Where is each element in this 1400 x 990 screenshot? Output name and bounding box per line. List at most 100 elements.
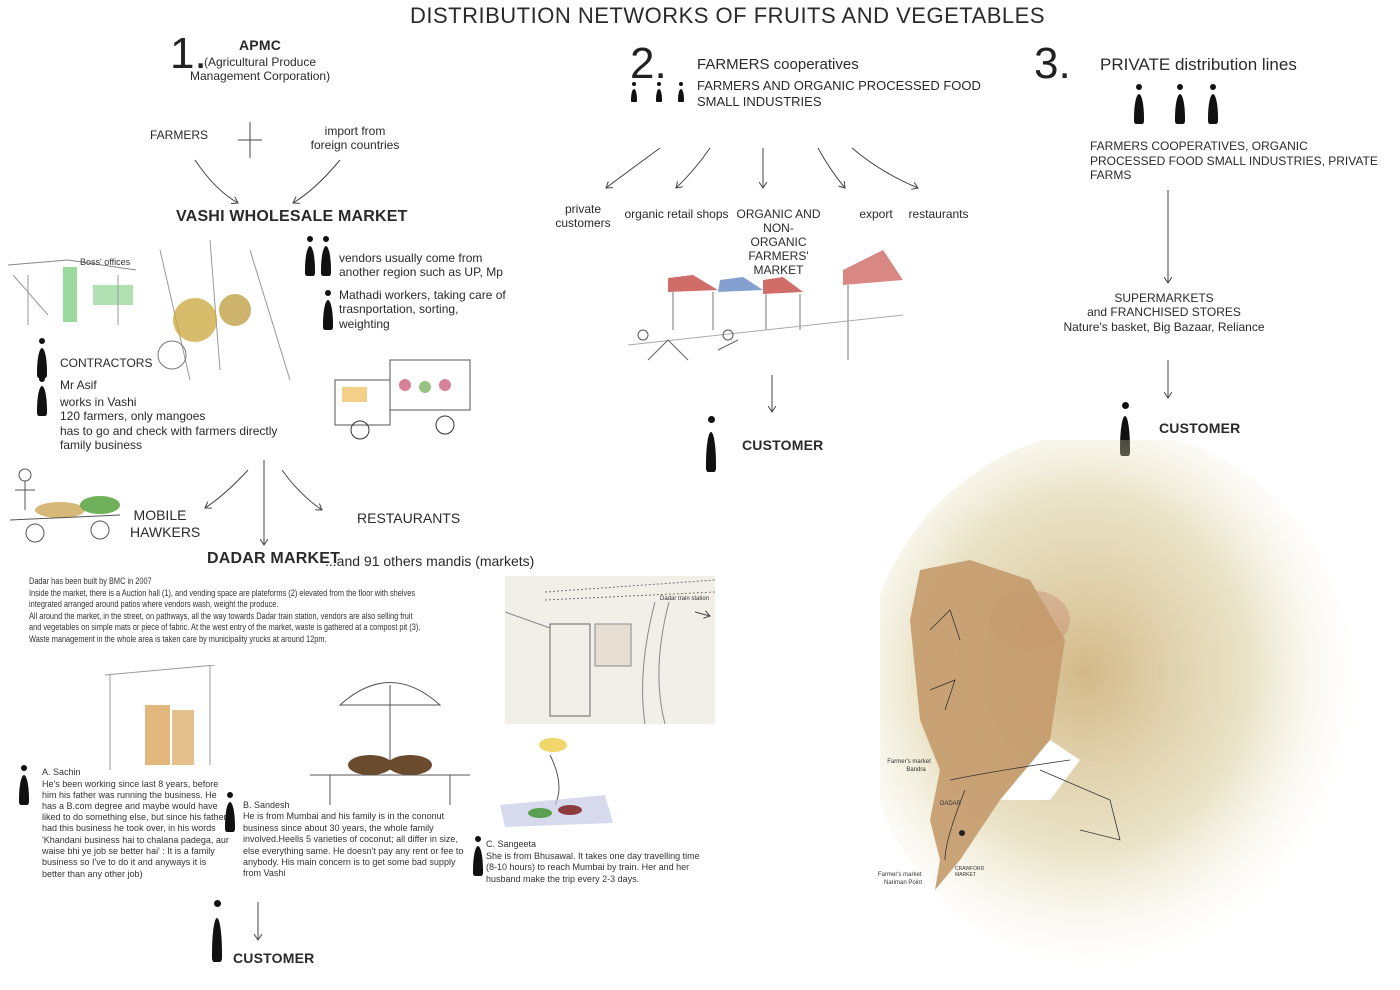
mobile-hawkers-2: HAWKERS [130, 524, 201, 540]
supermarkets-2: and FRANCHISED STORES [1087, 305, 1241, 319]
dadar-desc: All around the market, in the street, on… [29, 611, 413, 621]
asif-line: has to go and check with farmers directl… [60, 424, 278, 438]
map-nariman-1: Farmer's market [878, 872, 922, 878]
sangeeta-mat-sketch [500, 738, 613, 827]
person-icon [304, 236, 316, 276]
customer-label-1: CUSTOMER [233, 950, 315, 966]
person-icon [1174, 84, 1186, 124]
sachin-stall-sketch [104, 665, 216, 770]
asif-line: family business [60, 438, 143, 452]
cooperatives-sub-1: FARMERS AND ORGANIC PROCESSED FOOD [697, 78, 981, 93]
source-import-1: import from [324, 124, 386, 138]
cooperatives-sub-2: SMALL INDUSTRIES [697, 94, 822, 109]
sangeeta-name: C. Sangeeta [486, 839, 537, 849]
customer-person-icon [705, 416, 717, 472]
person-icon [224, 792, 236, 832]
dadar-desc: Inside the market, there is a Auction ha… [29, 588, 416, 598]
supermarkets-3: Nature's basket, Big Bazaar, Reliance [1063, 320, 1265, 334]
map-nariman-2: Nariman Point [884, 880, 923, 886]
mathadi-note-1: Mathadi workers, taking care of [339, 288, 506, 302]
vashi-market-sketch [157, 240, 291, 381]
sachin-line: better than any other job) [42, 869, 143, 879]
map-dadar: DADAR [940, 801, 962, 807]
vashi-market-title: VASHI WHOLESALE MARKET [176, 208, 408, 225]
person-icon [320, 236, 332, 276]
mumbai-map [880, 440, 1360, 970]
sachin-line: waise bhi ye job se better hai' : It is … [42, 846, 215, 856]
private-sources-3: FARMS [1090, 168, 1132, 182]
farmers-market-sketch [628, 250, 903, 361]
person-icon [36, 376, 48, 416]
asif-line: works in Vashi [60, 395, 137, 409]
dadar-desc: and vegetables on simple mats or piece o… [29, 622, 421, 632]
private-lines-title: PRIVATE distribution lines [1100, 55, 1297, 74]
sandesh-stall-sketch [310, 682, 470, 805]
person-icon [322, 290, 334, 330]
map-crawford-2: MARKET [955, 872, 976, 878]
boss-offices-sketch [8, 259, 137, 325]
apmc-title: APMC [238, 37, 282, 53]
sachin-line: business so I've to do it and anyways it… [42, 857, 207, 867]
dadar-others: ...and 91 others mandis (markets) [325, 553, 535, 569]
sachin-line: has a B.com degree and maybe would have [42, 801, 218, 811]
sandesh-line: business since about 30 years, the whole… [243, 823, 434, 833]
truck-sketch [334, 359, 471, 440]
dadar-desc: integrated arranged around patios where … [29, 599, 279, 609]
mathadi-note-2: trasnportation, sorting, [339, 302, 459, 316]
private-sources-2: PROCESSED FOOD SMALL INDUSTRIES, PRIVATE [1090, 154, 1378, 168]
hawker-cart-sketch [9, 468, 121, 543]
sandesh-line: from Vashi [243, 868, 286, 878]
plus-sign [238, 122, 262, 158]
sandesh-line: involved.Heells 5 varieties of coconut; … [243, 834, 458, 844]
outlet-export: export [859, 207, 893, 221]
sandesh-line: anybody. His main concern is to get some… [243, 857, 456, 867]
vendors-note-1: vendors usually come from [339, 251, 483, 265]
sandesh-line: else everything same. He doesn't pay any… [243, 846, 464, 856]
person-icon [655, 82, 663, 102]
map-bandra-1: Farmer's market [887, 759, 931, 765]
station-label: Dadar train station [660, 596, 710, 602]
sangeeta-line: (8-10 hours) to reach Mumbai by train. H… [486, 862, 690, 872]
sandesh-line: He is from Mumbai and his family is in t… [243, 811, 445, 821]
outlet-private-customers: private customers [555, 202, 611, 230]
dadar-market-title: DADAR MARKET [207, 550, 341, 567]
person-icon [677, 82, 685, 102]
customer-person-icon [211, 900, 223, 962]
sachin-name: A. Sachin [42, 767, 81, 777]
supermarkets-1: SUPERMARKETS [1114, 291, 1214, 305]
apmc-subtitle-2: Management Corporation) [190, 69, 331, 83]
sachin-line: liked to do something else, but since hi… [42, 812, 227, 822]
dadar-desc: Dadar has been built by BMC in 2007 [29, 576, 152, 586]
restaurants-label: RESTAURANTS [357, 510, 461, 526]
mathadi-note-3: weighting [339, 317, 390, 331]
sandesh-name: B. Sandesh [243, 800, 290, 810]
customer-label-3: CUSTOMER [1159, 420, 1241, 436]
dadar-site-plan [505, 576, 715, 724]
sangeeta-line: She is from Bhusawal. It takes one day t… [486, 851, 700, 861]
person-icon [1133, 84, 1145, 124]
map-crawford-1: CRAWFORD [955, 866, 985, 872]
sangeeta-line: husband make the trip every 2-3 days. [486, 874, 640, 884]
dadar-desc: Waste management in the whole area is ta… [29, 634, 327, 644]
outlet-restaurants: restaurants [908, 207, 969, 221]
person-icon [1207, 84, 1219, 124]
cooperatives-title: FARMERS cooperatives [697, 56, 859, 73]
source-import-2: foreign countries [310, 138, 400, 152]
customer-person-icon [1119, 402, 1131, 456]
person-icon [18, 765, 30, 805]
vendors-note-2: another region such as UP, Mp [339, 265, 503, 279]
asif-line: 120 farmers, only mangoes [60, 409, 206, 423]
page-title: DISTRIBUTION NETWORKS OF FRUITS AND VEGE… [410, 3, 1045, 28]
apmc-subtitle-1: (Agricultural Produce [203, 55, 317, 69]
outlet-organic-retail: organic retail shops [624, 207, 729, 221]
network-3-number: 3. [1034, 39, 1071, 88]
sachin-line: had this business he took over, in his w… [42, 823, 216, 833]
boss-offices-label: Boss' offices [80, 257, 131, 267]
network-2-number: 2. [630, 39, 667, 88]
person-icon [36, 338, 48, 378]
sachin-line: He's been working since last 8 years, be… [42, 779, 219, 789]
map-bandra-2: Bandra [906, 767, 926, 773]
contractors-label: CONTRACTORS [60, 356, 153, 370]
mobile-hawkers-1: MOBILE [133, 507, 187, 523]
